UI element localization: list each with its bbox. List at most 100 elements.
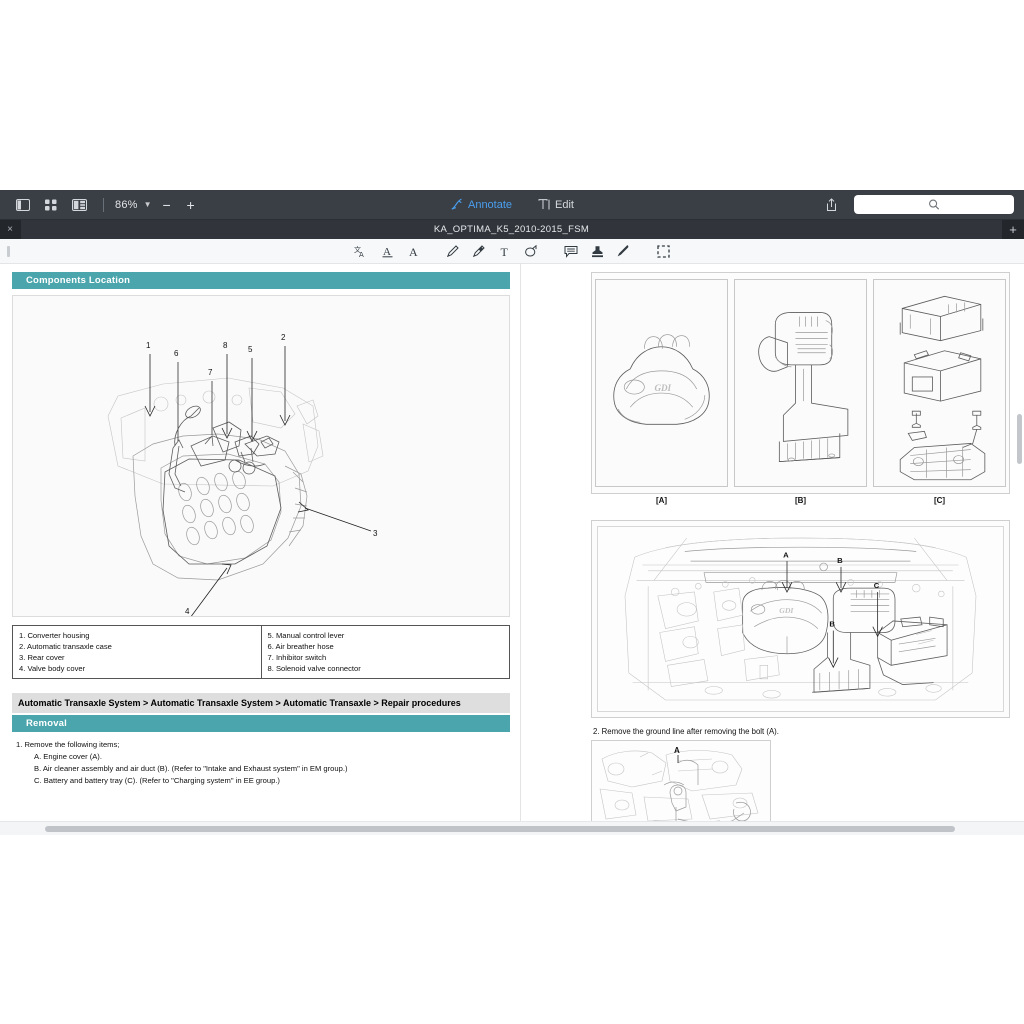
callout-8: 8 bbox=[223, 341, 228, 350]
toolbar-mode-group: Annotate Edit bbox=[0, 190, 1024, 219]
callout-6: 6 bbox=[174, 349, 179, 358]
callout-a: A bbox=[674, 746, 680, 755]
split-view-icon[interactable] bbox=[66, 194, 92, 216]
thumbnail-grid-icon[interactable] bbox=[38, 194, 64, 216]
callout-a: A bbox=[783, 550, 789, 559]
annotate-pen-icon bbox=[451, 198, 462, 210]
zoom-in-button[interactable]: + bbox=[186, 196, 195, 213]
chevron-down-icon[interactable]: ▼ bbox=[143, 200, 152, 209]
tab-strip: × KA_OPTIMA_K5_2010-2015_FSM + bbox=[0, 220, 1024, 239]
legend-column-left: 1. Converter housing 2. Automatic transa… bbox=[13, 626, 261, 678]
legend-column-right: 5. Manual control lever 6. Air breather … bbox=[260, 626, 510, 678]
legend-item: 2. Automatic transaxle case bbox=[19, 642, 112, 651]
horizontal-scrollbar-track[interactable] bbox=[0, 821, 1024, 835]
search-icon bbox=[929, 199, 940, 210]
pen-icon[interactable] bbox=[440, 244, 466, 258]
main-toolbar: 86% ▼ − + Annotate bbox=[0, 190, 1024, 220]
figure-label: [A] bbox=[655, 496, 668, 505]
document-tab-label: KA_OPTIMA_K5_2010-2015_FSM bbox=[433, 224, 590, 235]
zoom-out-button[interactable]: − bbox=[162, 196, 171, 213]
figure-label: [C] bbox=[933, 496, 946, 505]
callout-7: 7 bbox=[208, 368, 213, 377]
air-cleaner-assembly-figure: [B] bbox=[734, 279, 867, 505]
annotation-tool-group: 文 A A A bbox=[0, 244, 1024, 258]
select-area-icon[interactable] bbox=[650, 244, 676, 258]
callout-5: 5 bbox=[248, 345, 253, 354]
document-page-left: Components Location bbox=[0, 264, 521, 821]
svg-text:GDI: GDI bbox=[654, 383, 671, 393]
sidebar-panel-icon[interactable] bbox=[10, 194, 36, 216]
ground-line-bolt-figure: A bbox=[591, 740, 771, 821]
shape-icon[interactable] bbox=[518, 244, 544, 258]
edit-mode-button[interactable]: Edit bbox=[538, 199, 574, 211]
svg-text:A: A bbox=[359, 251, 364, 258]
part-figures-row: GDI [A] bbox=[591, 272, 1010, 505]
toolbar-left-group: 86% ▼ − + bbox=[0, 194, 200, 216]
svg-text:A: A bbox=[383, 246, 391, 258]
new-tab-button[interactable]: + bbox=[1002, 220, 1024, 239]
svg-text:文: 文 bbox=[354, 245, 361, 254]
zoom-level-value[interactable]: 86% bbox=[115, 198, 138, 211]
toolbar-drag-handle[interactable] bbox=[7, 245, 10, 257]
vertical-scrollbar[interactable] bbox=[1017, 414, 1022, 464]
legend-item: 5. Manual control lever bbox=[267, 631, 345, 640]
document-page-right: GDI [A] bbox=[581, 264, 1024, 821]
removal-steps-list: 1. Remove the following items; A. Engine… bbox=[12, 739, 510, 787]
annotate-mode-label: Annotate bbox=[467, 198, 513, 211]
annotation-toolbar: 文 A A A bbox=[0, 239, 1024, 264]
step-item: B. Air cleaner assembly and air duct (B)… bbox=[34, 764, 348, 773]
note-icon[interactable] bbox=[558, 245, 584, 258]
document-tab[interactable]: KA_OPTIMA_K5_2010-2015_FSM bbox=[20, 220, 1002, 239]
legend-item: 3. Rear cover bbox=[19, 653, 65, 662]
search-box[interactable] bbox=[854, 195, 1014, 214]
svg-text:GDI: GDI bbox=[779, 606, 794, 615]
zoom-controls: 86% ▼ − + bbox=[115, 198, 200, 212]
font-size-icon[interactable]: A bbox=[400, 245, 426, 258]
translate-icon[interactable]: 文 A bbox=[348, 245, 374, 258]
horizontal-scrollbar-thumb[interactable] bbox=[45, 825, 955, 832]
toolbar-right-group bbox=[818, 194, 1024, 216]
battery-and-tray-figure: [C] bbox=[873, 279, 1006, 505]
legend-item: 8. Solenoid valve connector bbox=[267, 664, 361, 673]
engine-cover-figure: GDI [A] bbox=[595, 279, 728, 505]
highlighter-icon[interactable] bbox=[466, 244, 492, 258]
step-item: C. Battery and battery tray (C). (Refer … bbox=[34, 776, 280, 785]
callout-c: C bbox=[874, 581, 880, 590]
pdf-reader-window: 86% ▼ − + Annotate bbox=[0, 190, 1024, 835]
section-header-removal: Removal bbox=[12, 715, 510, 732]
page-gutter bbox=[521, 264, 581, 821]
callout-4: 4 bbox=[185, 607, 190, 616]
parts-legend-table: 1. Converter housing 2. Automatic transa… bbox=[12, 625, 510, 679]
marker-icon[interactable] bbox=[610, 244, 636, 258]
step-item: 1. Remove the following items; bbox=[16, 740, 120, 749]
legend-item: 4. Valve body cover bbox=[19, 664, 86, 673]
edit-text-icon bbox=[538, 198, 550, 209]
engine-bay-overview-figure: GDI bbox=[591, 520, 1010, 718]
callout-b: B bbox=[837, 556, 843, 565]
step-item: A. Engine cover (A). bbox=[34, 752, 102, 761]
right-page-step-text: 2. Remove the ground line after removing… bbox=[593, 727, 779, 736]
legend-item: 7. Inhibitor switch bbox=[267, 653, 327, 662]
share-icon[interactable] bbox=[818, 194, 844, 216]
text-box-icon[interactable]: T bbox=[492, 245, 518, 258]
text-style-icon[interactable]: A bbox=[374, 245, 400, 258]
figure-label: [B] bbox=[794, 496, 807, 505]
callout-b-2: B bbox=[829, 620, 835, 629]
automatic-transaxle-assembly-diagram: 1 2 3 4 5 6 7 8 bbox=[12, 295, 510, 617]
breadcrumb: Automatic Transaxle System > Automatic T… bbox=[12, 693, 510, 713]
edit-mode-label: Edit bbox=[555, 198, 574, 211]
search-input[interactable] bbox=[854, 195, 1014, 214]
svg-text:T: T bbox=[500, 245, 508, 258]
close-icon[interactable]: × bbox=[7, 223, 13, 235]
callout-3: 3 bbox=[373, 529, 378, 538]
document-viewport[interactable]: Components Location bbox=[0, 264, 1024, 821]
callout-2: 2 bbox=[281, 333, 286, 342]
toolbar-divider bbox=[103, 197, 104, 212]
svg-text:A: A bbox=[409, 245, 418, 258]
legend-item: 6. Air breather hose bbox=[267, 642, 334, 651]
annotate-mode-button[interactable]: Annotate bbox=[450, 198, 512, 211]
callout-1: 1 bbox=[146, 341, 151, 350]
legend-item: 1. Converter housing bbox=[19, 631, 90, 640]
stamp-icon[interactable] bbox=[584, 245, 610, 258]
section-header-components-location: Components Location bbox=[12, 272, 510, 289]
